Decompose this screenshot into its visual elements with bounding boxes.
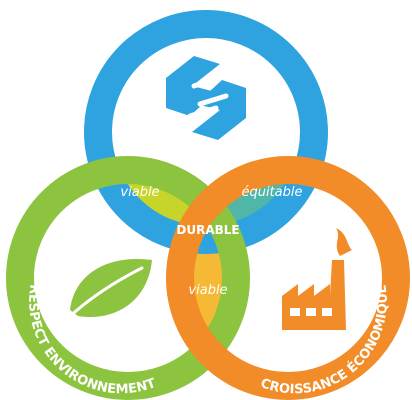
- ring-economy: [166, 156, 410, 400]
- center-durable-label: DURABLE: [176, 223, 239, 237]
- ring-social: [84, 10, 328, 254]
- overlap-social-economy-label: équitable: [241, 185, 302, 200]
- ring-environment: [6, 156, 250, 400]
- factory-icon: [282, 228, 352, 330]
- overlap-social-environment-label: viable: [120, 185, 159, 200]
- handshake-icon: [166, 56, 246, 140]
- overlap-environment-economy-label: viable: [188, 283, 227, 298]
- leaf-icon: [66, 258, 152, 320]
